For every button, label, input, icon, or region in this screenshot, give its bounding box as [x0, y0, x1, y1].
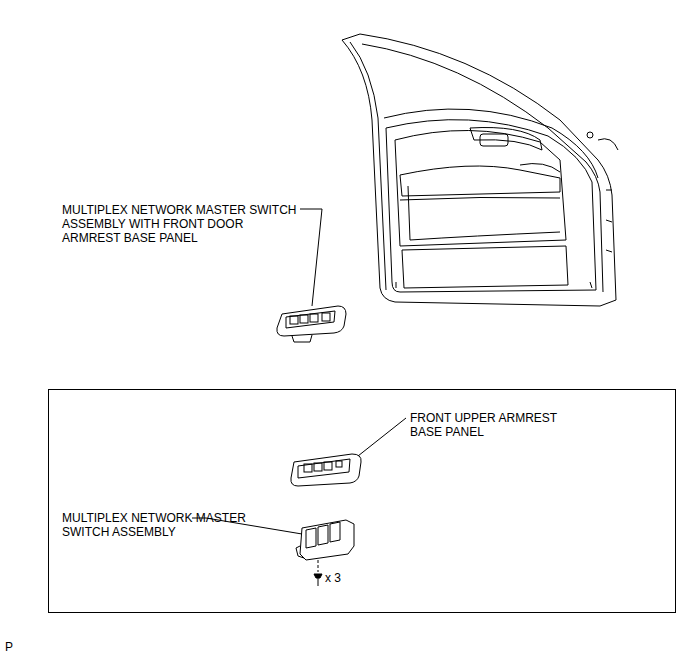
front-door-drawing — [342, 34, 618, 306]
switch-panel-assembly — [277, 306, 346, 342]
quantity-note: x 3 — [325, 571, 365, 585]
part-name: FRONT UPPER ARMREST BASE PANEL — [410, 411, 560, 439]
leader-line — [192, 209, 406, 534]
page-mark: P — [5, 640, 35, 654]
detail-frame — [49, 390, 676, 613]
part-name: MULTIPLEX NETWORK MASTER SWITCH ASSEMBLY — [62, 511, 258, 539]
part-name: MULTIPLEX NETWORK MASTER SWITCH ASSEMBLY… — [62, 203, 298, 245]
armrest-base-panel — [291, 454, 361, 486]
